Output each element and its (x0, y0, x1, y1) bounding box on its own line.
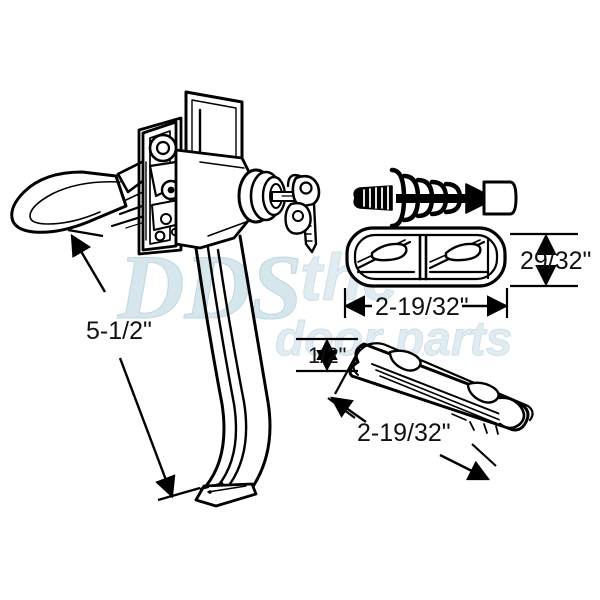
dimension-handle-height (67, 228, 229, 502)
dimension-label-handle-height: 5-1/2" (86, 317, 152, 345)
keeper-strike-plate (345, 226, 507, 288)
mounting-screw (353, 167, 518, 229)
latch-housing (137, 116, 183, 256)
dimension-keeper-iso-length (327, 347, 497, 481)
handle-shank (194, 234, 272, 508)
dimension-label-keeper-thickness: 1/2" (308, 343, 346, 368)
dimension-label-keeper-width: 2-19/32" (375, 293, 469, 321)
key-set (284, 173, 321, 254)
dimension-label-keeper-height: 29/32" (520, 247, 591, 275)
dimension-label-keeper-iso-length: 2-19/32" (357, 419, 451, 447)
keeper-isometric (348, 342, 534, 435)
dimension-keeper-width (343, 288, 509, 318)
dimension-keeper-height (510, 232, 578, 288)
latch-bracket-body (174, 148, 254, 250)
lock-cylinder (237, 168, 297, 224)
